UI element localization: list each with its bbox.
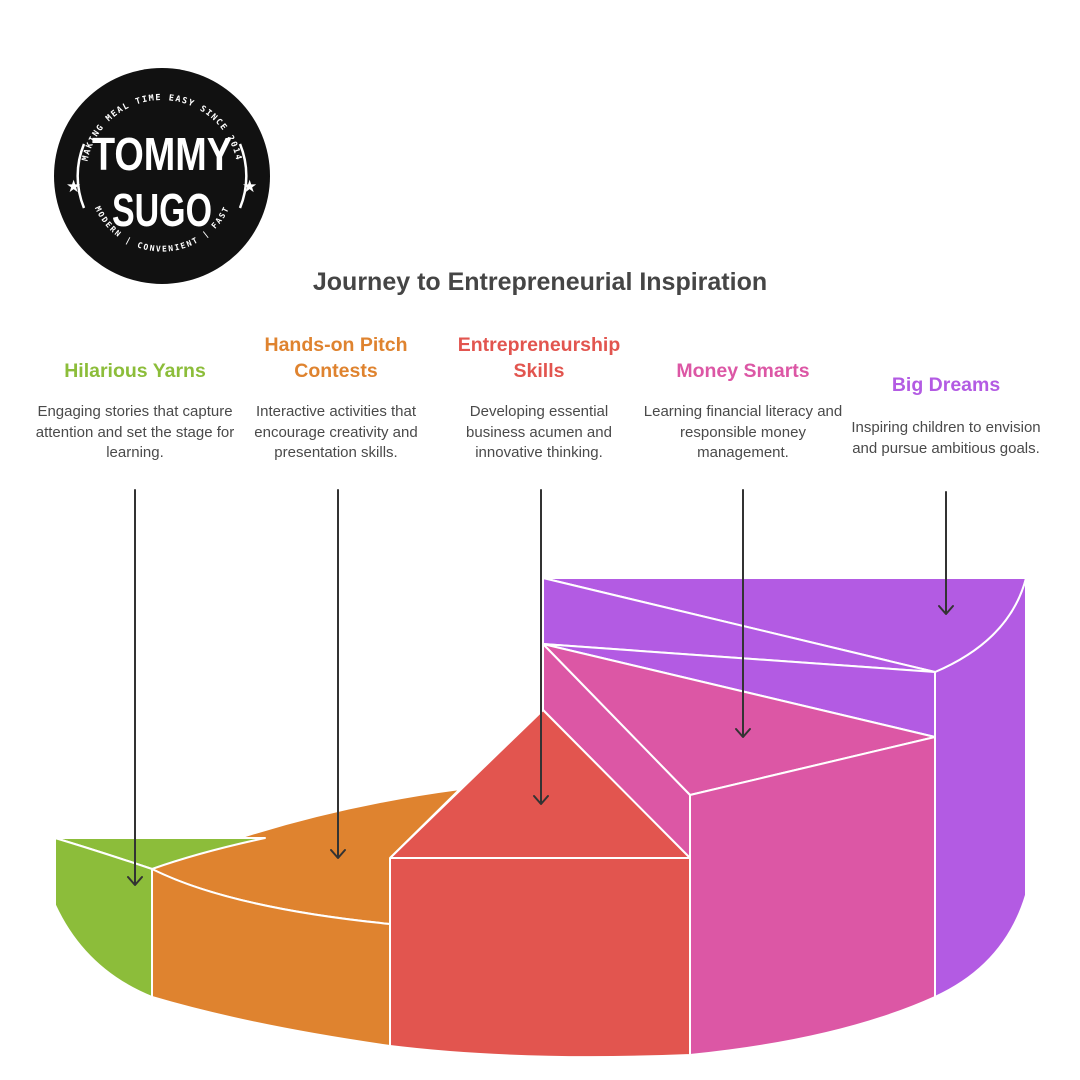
step-label: Hilarious Yarns	[64, 360, 206, 382]
logo-star-left-icon: ★	[66, 177, 81, 196]
diagram-title: Journey to Entrepreneurial Inspiration	[312, 268, 768, 296]
segment-money-smarts	[542, 643, 936, 1056]
arrow-hands-on-pitch-contests	[330, 489, 346, 859]
step-description: Inspiring children to envision and pursu…	[851, 419, 1041, 457]
step-description: Engaging stories that capture attention …	[35, 403, 235, 461]
logo-star-right-icon: ★	[242, 177, 257, 196]
step-entrepreneurship-skills: Entrepreneurship Skills Developing essen…	[439, 332, 639, 464]
step-description: Developing essential business acumen and…	[466, 403, 612, 461]
step-label: Big Dreams	[891, 374, 1001, 396]
logo-name-line1: TOMMY	[92, 128, 232, 180]
step-big-dreams: Big Dreams Inspiring children to envisio…	[846, 372, 1046, 459]
arrow-money-smarts	[735, 489, 751, 738]
logo-name-line2: SUGO	[112, 184, 212, 236]
step-hilarious-yarns: Hilarious Yarns Engaging stories that ca…	[35, 358, 235, 464]
arrow-hilarious-yarns	[127, 489, 143, 886]
step-label: Money Smarts	[676, 360, 810, 382]
step-money-smarts: Money Smarts Learning financial literacy…	[643, 358, 843, 464]
step-description: Learning financial literacy and responsi…	[643, 403, 843, 461]
arrow-entrepreneurship-skills	[533, 489, 549, 805]
step-hands-on-pitch-contests: Hands-on Pitch Contests Interactive acti…	[236, 332, 436, 464]
step-label: Hands-on Pitch Contests	[264, 334, 408, 382]
arrow-big-dreams	[938, 491, 954, 615]
step-description: Interactive activities that encourage cr…	[254, 403, 418, 461]
step-label: Entrepreneurship Skills	[457, 334, 621, 382]
tommy-sugo-logo: MAKING MEAL TIME EASY SINCE 2014 MODERN …	[54, 68, 270, 284]
segment-hands-on-pitch-contests	[151, 788, 461, 1047]
